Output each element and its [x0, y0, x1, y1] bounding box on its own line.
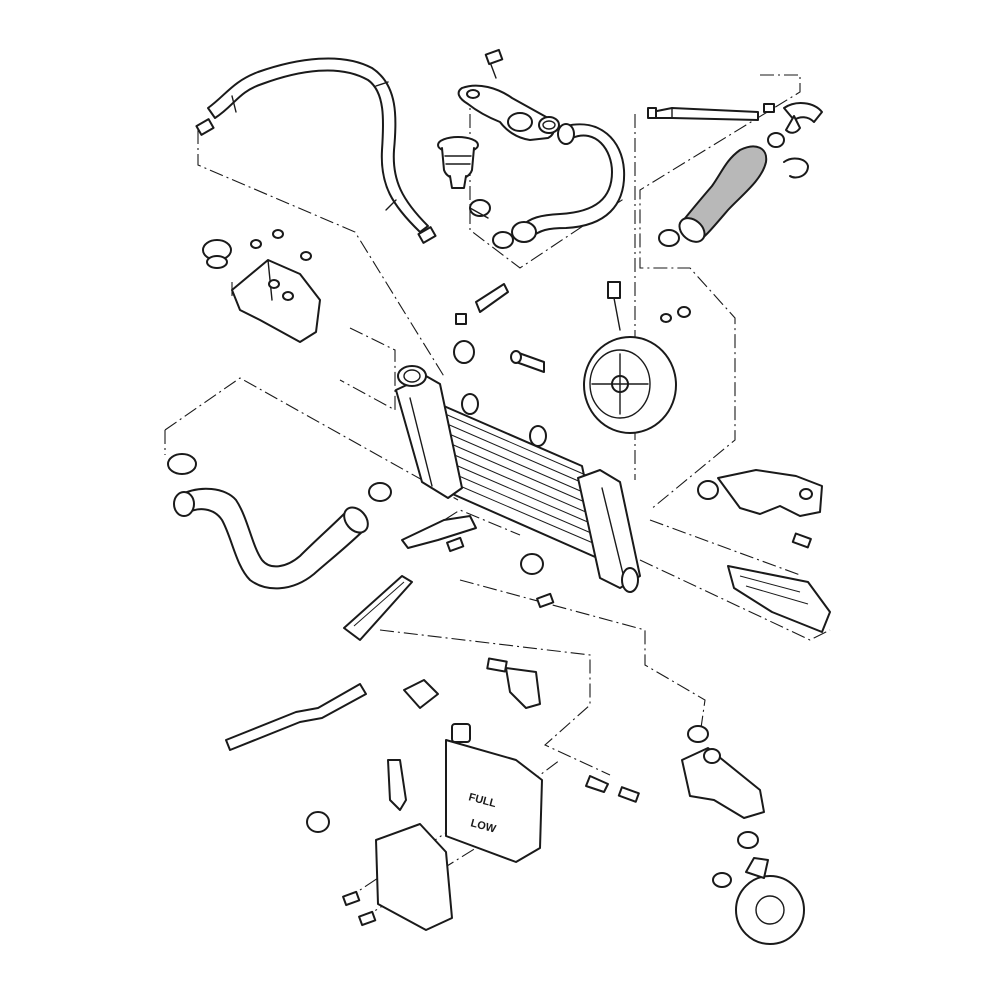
mount-collar-upper	[510, 350, 545, 373]
radiator-right-tank	[577, 469, 641, 589]
bracket-rivet-2	[272, 229, 284, 239]
bracket-grommet	[697, 480, 719, 500]
hose-clamp-right-2	[783, 157, 809, 179]
radiator-left-tank	[395, 375, 463, 499]
breather-tube	[475, 283, 509, 313]
mount-grommet-lower	[520, 553, 544, 575]
fan-mount-bolt	[660, 306, 691, 323]
thermostat-housing-bolt	[484, 48, 504, 79]
bracket-bolt	[791, 532, 812, 549]
water-pipe	[681, 747, 765, 819]
water-pump-hose	[173, 487, 369, 590]
mount-collar-lower	[585, 775, 609, 793]
hose-clamp-left-2	[368, 482, 392, 502]
cover-bolt-upper	[342, 890, 361, 907]
reservoir-cover	[375, 823, 453, 931]
hose-clamp-lower-right-2	[737, 831, 759, 849]
cover-bolt-lower	[358, 910, 377, 927]
return-hose-elbow	[783, 102, 823, 134]
pipe-clip-right	[763, 103, 775, 113]
hose-clamp-lower-left	[306, 811, 330, 833]
radiator-upper-hose	[511, 123, 626, 243]
thermostat-cover	[457, 84, 555, 141]
radiator-guard	[727, 565, 831, 633]
hose-clamp-thermostat-2	[469, 199, 491, 219]
reservoir-tank: FULL LOW	[445, 723, 543, 863]
radiator-core	[429, 399, 603, 561]
hose-clamp-right-1	[767, 132, 785, 148]
thermostat	[437, 136, 479, 189]
water-pump-clamp	[712, 872, 732, 888]
water-pump	[735, 857, 805, 945]
coolant-return-pipe	[651, 107, 759, 121]
hose-clamp-right-3	[658, 229, 680, 247]
cooling-fan	[589, 349, 651, 419]
reservoir-hanger	[505, 667, 541, 709]
fan-motor-connector	[607, 281, 621, 331]
cooling-fan-shroud	[583, 336, 677, 434]
bracket-rivet-1	[250, 239, 262, 249]
hose-clip-top-middle	[417, 226, 437, 244]
bracket-rivet-3	[300, 251, 312, 261]
lower-mount-bolt	[536, 592, 555, 609]
reservoir-cap	[403, 679, 439, 709]
hose-clamp-left-1	[167, 453, 197, 475]
bracket-bolt-lower	[486, 657, 508, 673]
breather-clip	[455, 313, 467, 325]
radiator-cap	[202, 239, 232, 269]
collar-bolt	[617, 786, 640, 803]
hose-clamp-thermostat-1	[538, 116, 560, 134]
reservoir-hose	[387, 759, 407, 811]
stay-bolt	[446, 536, 465, 553]
hose-clip-top-left	[195, 118, 215, 136]
radiator-outlet	[621, 567, 639, 593]
reservoir-mount-bracket	[343, 575, 413, 641]
radiator-upper-mount	[461, 393, 547, 447]
overflow-pipe-left	[225, 683, 367, 751]
cap-bracket	[231, 259, 321, 343]
hose-clamp-lower-right-1	[687, 725, 709, 743]
overflow-hose	[207, 57, 429, 233]
pipe-clip-left	[647, 107, 657, 119]
side-bracket	[717, 469, 823, 517]
hose-clamp-thermostat-3	[492, 231, 514, 249]
radiator-filler-neck	[397, 365, 427, 387]
radiator-lower-hose	[678, 145, 768, 243]
mount-grommet-upper	[453, 340, 475, 364]
radiator-stay	[401, 515, 477, 549]
